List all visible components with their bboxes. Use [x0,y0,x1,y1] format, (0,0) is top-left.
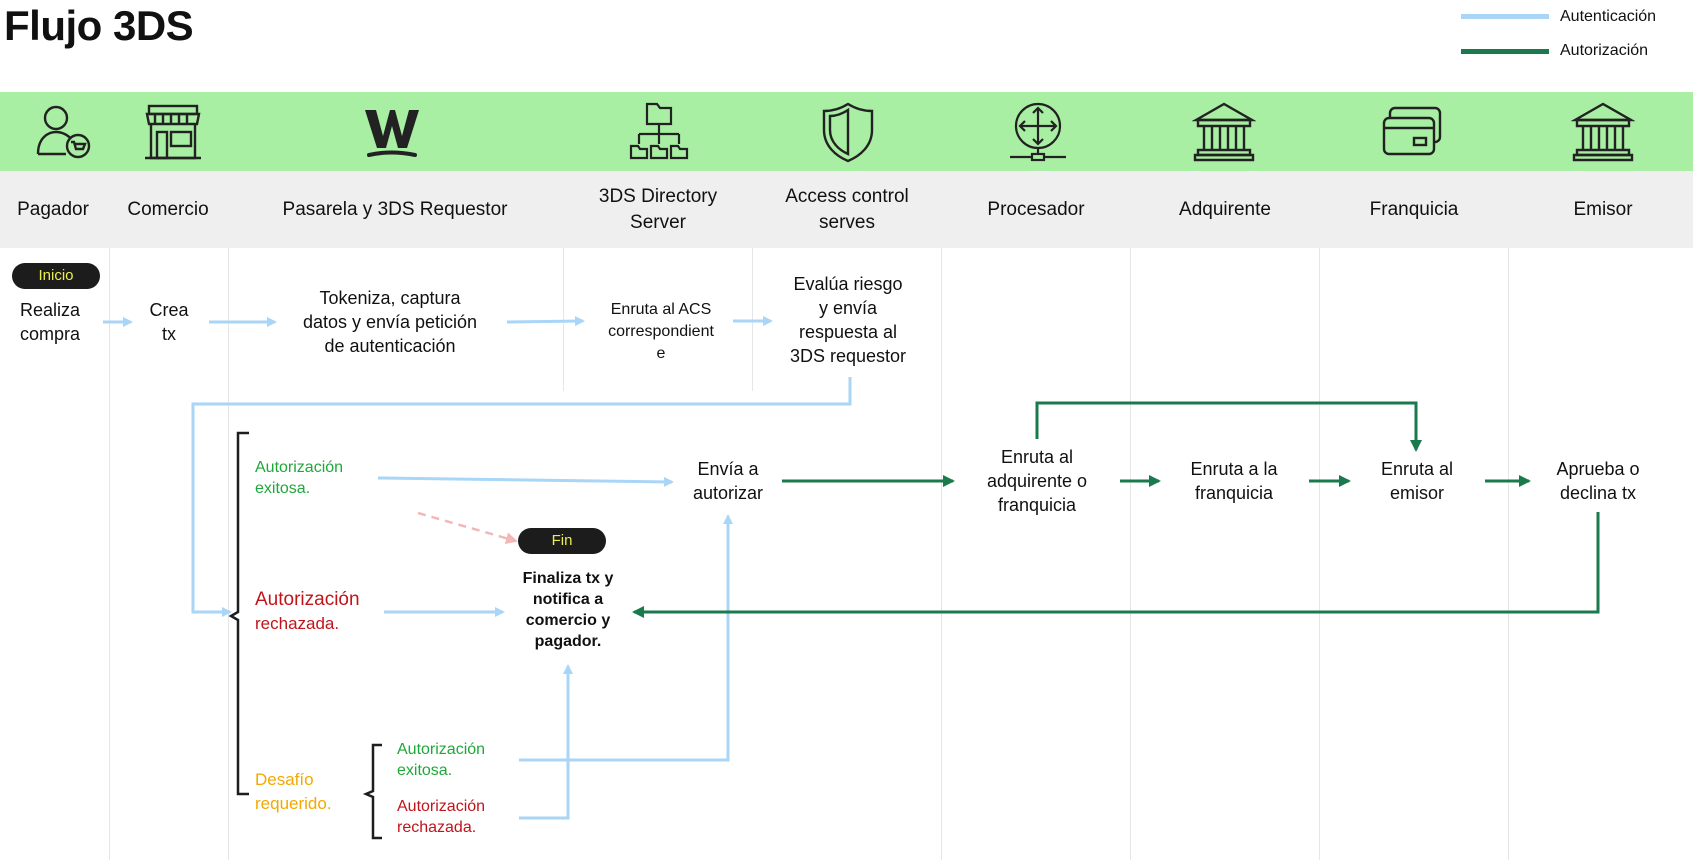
node-line: Aprueba o [1556,459,1640,479]
outcome-line: rechazada. [255,614,340,633]
legend-authentication-line [1461,14,1549,19]
node-line: e [656,345,666,362]
node-enruta-adquirente: Enruta al adquirente o franquicia [987,445,1087,517]
node-realiza-compra: Realiza compra [20,298,80,346]
outcome-line: requerido. [255,794,332,813]
column-divider [941,248,942,860]
authentication-arrows [103,316,852,820]
column-divider [109,248,110,860]
credit-card-icon [1382,106,1442,156]
node-line: declina tx [1559,483,1637,503]
node-enruta-franquicia: Enruta a la franquicia [1190,457,1277,505]
node-crea-tx: Crea tx [149,298,188,346]
store-icon [145,104,201,160]
router-globe-icon [1010,102,1066,162]
directory-tree-icon [629,102,689,160]
node-line: Tokeniza, captura [319,288,461,308]
column-label-line: Server [630,211,686,233]
legend-authorization-label: Autorización [1560,42,1649,59]
column-divider [1130,248,1131,860]
dashed-arrow [417,511,518,545]
node-line: 3DS requestor [789,346,907,366]
node-line: Enruta a la [1190,459,1278,479]
column-label-pagador: Pagador [17,198,89,220]
outcome-challenge-success: Autorización exitosa. [397,739,485,781]
column-divider [228,248,229,860]
node-line: datos y envía petición [302,312,478,332]
w-logo-icon [365,110,419,157]
node-line: Evalúa riesgo [793,274,903,294]
node-enruta-emisor: Enruta al emisor [1381,457,1453,505]
node-line: notifica a [532,591,604,608]
node-enruta-acs: Enruta al ACS correspondient e [608,299,714,365]
node-line: Envía a [697,459,759,479]
node-line: comercio y [525,612,611,629]
node-line: Finaliza tx y [522,570,614,587]
authorization-arrows [632,401,1600,618]
column-label-line: 3DS Directory [598,185,718,207]
outcome-line: Autorización [397,741,486,758]
column-label-procesador: Procesador [987,198,1085,220]
bank-icon [1571,102,1635,162]
outcome-line: exitosa. [255,480,311,497]
node-finaliza-tx: Finaliza tx y notifica a comercio y paga… [523,568,614,652]
node-line: tx [161,324,177,344]
outcome-line: Autorización [255,589,360,610]
shield-icon [822,102,874,163]
node-line: franquicia [997,495,1077,515]
node-line: Enruta al [1000,447,1074,467]
legend-authorization-line [1461,49,1549,54]
node-line: respuesta al [798,322,898,342]
node-tokeniza: Tokeniza, captura datos y envía petición… [303,286,477,358]
end-badge: Fin [518,528,606,554]
column-divider [1319,248,1320,860]
node-evalua-riesgo: Evalúa riesgo y envía respuesta al 3DS r… [790,272,906,368]
outcome-line: exitosa. [397,762,453,779]
node-line: compra [19,324,81,344]
user-cart-icon [36,105,91,159]
outcome-authorization-success: Autorización exitosa. [255,457,343,499]
page-title: Flujo 3DS [4,2,194,49]
outcome-line: rechazada. [397,819,477,836]
node-line: pagador. [534,633,602,650]
outcome-line: Autorización [255,459,344,476]
start-badge: Inicio [12,263,100,289]
column-label-adquirente: Adquirente [1179,198,1271,220]
column-label-pasarela: Pasarela y 3DS Requestor [282,198,508,220]
outcome-line: Desafío [255,770,314,789]
column-label-line: serves [819,211,875,233]
node-line: de autenticación [324,336,456,356]
outcome-challenge-required: Desafío requerido. [255,768,332,816]
column-divider [1508,248,1509,860]
outcome-challenge-rejected: Autorización rechazada. [397,796,485,838]
column-header-band [0,171,1693,248]
bank-icon [1192,102,1256,162]
node-line: y envía [818,298,878,318]
node-line: autorizar [692,483,764,503]
outcome-line: Autorización [397,798,486,815]
column-divider [563,248,564,391]
node-line: franquicia [1194,483,1274,503]
column-label-comercio: Comercio [127,198,209,220]
node-line: adquirente o [986,471,1088,491]
brackets [228,431,382,840]
node-line: Enruta al [1380,459,1454,479]
column-label-franquicia: Franquicia [1369,198,1459,220]
node-aprueba-declina: Aprueba o declina tx [1556,457,1639,505]
node-line: Crea [149,300,189,320]
node-line: Realiza [19,300,81,320]
node-envia-autorizar: Envía a autorizar [693,457,763,505]
node-line: Enruta al ACS [610,301,712,318]
legend-authentication-label: Autenticación [1560,8,1657,25]
column-label-access-control: Access control serves [785,171,909,248]
outcome-authorization-rejected: Autorización rechazada. [255,588,360,636]
node-line: correspondient [608,323,714,340]
column-label-emisor: Emisor [1573,198,1633,220]
column-label-line: Access control [785,185,909,207]
node-line: emisor [1389,483,1445,503]
